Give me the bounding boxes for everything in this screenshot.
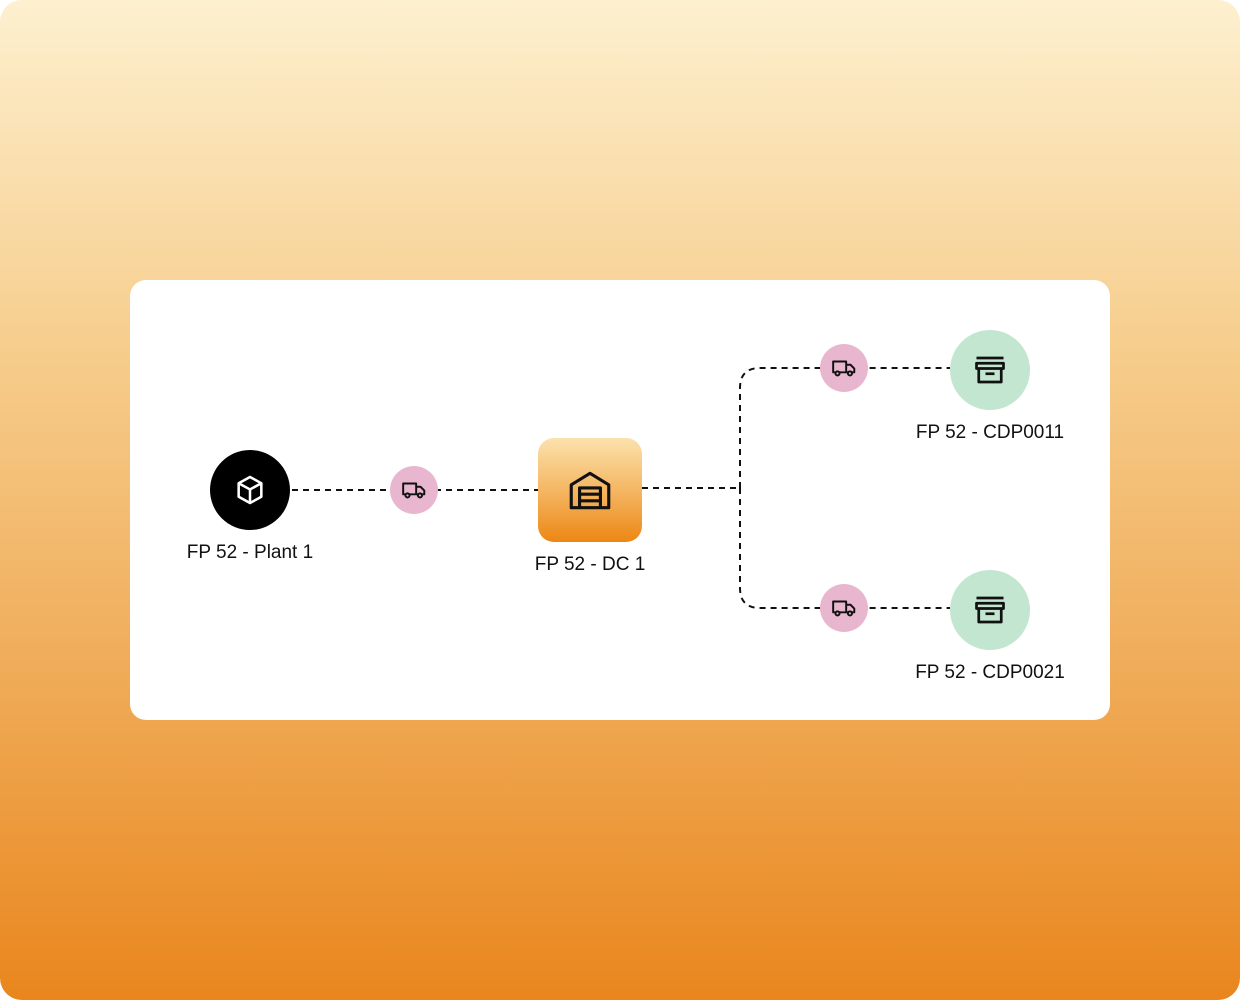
dc-node[interactable] [538,438,642,542]
cdp0011-label: FP 52 - CDP0011 [915,422,1065,443]
edge-branch-to-cdp0011 [739,367,950,488]
transport-dc-to-cdp0021[interactable] [820,584,868,632]
warehouse-icon [569,471,611,510]
store-archive-icon [975,596,1005,624]
truck-icon [832,360,856,377]
cdp0011-node[interactable] [950,330,1030,410]
plant-node[interactable] [210,450,290,530]
truck-icon [402,482,426,499]
store-archive-icon [975,356,1005,384]
edge-branch-to-cdp0021 [739,488,950,609]
dc-label: FP 52 - DC 1 [534,554,646,575]
plant-label: FP 52 - Plant 1 [186,542,314,563]
cdp0021-node[interactable] [950,570,1030,650]
truck-icon [832,600,856,617]
cdp0021-label: FP 52 - CDP0021 [915,662,1065,683]
transport-dc-to-cdp0011[interactable] [820,344,868,392]
package-cube-icon [237,475,263,505]
transport-plant-to-dc[interactable] [390,466,438,514]
